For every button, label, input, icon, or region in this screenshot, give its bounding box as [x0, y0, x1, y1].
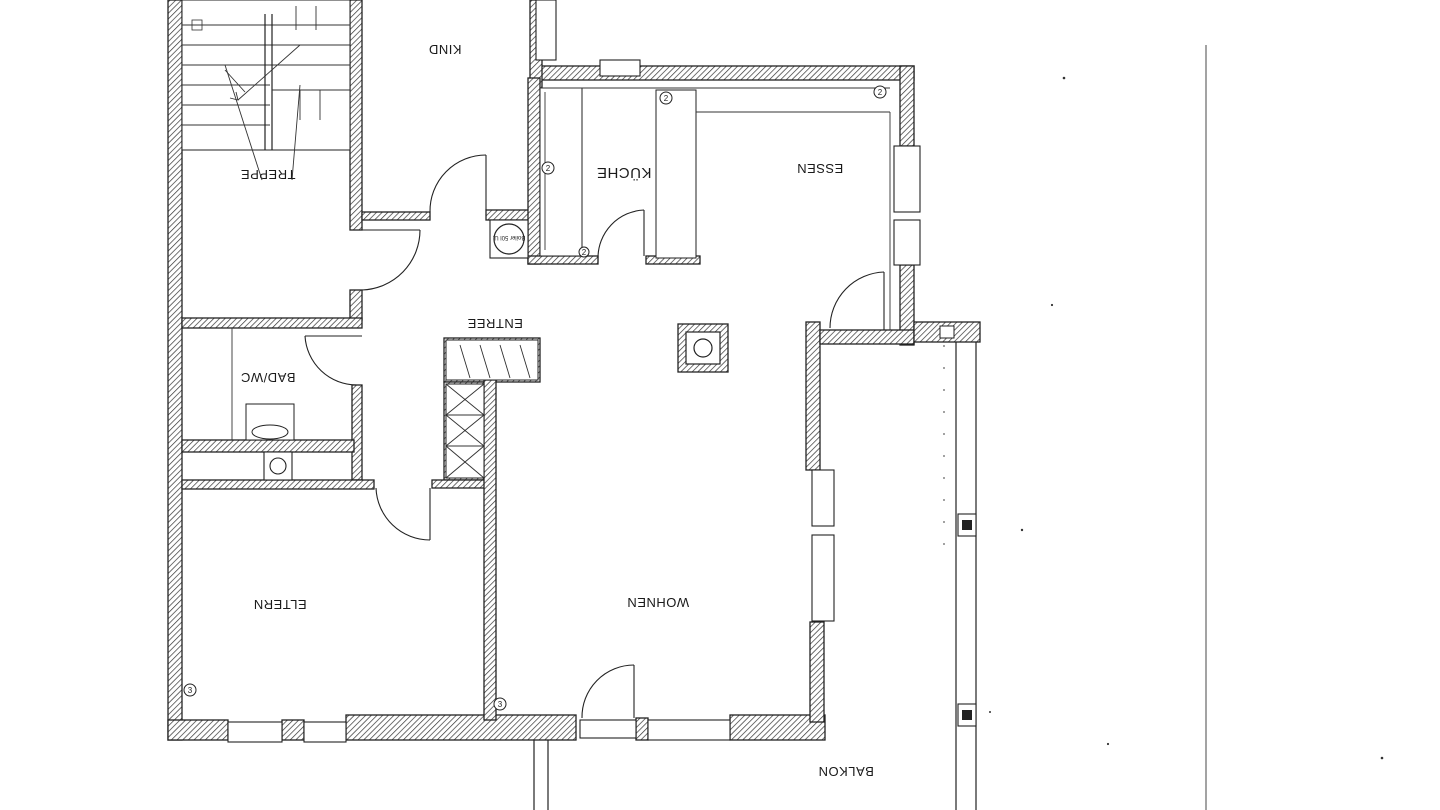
balcony: [533, 45, 1207, 810]
room-label-balkon: BALKON: [818, 764, 874, 779]
bath-fixtures: [231, 328, 295, 481]
windows: [227, 0, 921, 743]
staircase: [181, 0, 351, 181]
room-label-treppe: TREPPE: [240, 167, 295, 182]
room-labels: KIND TREPPE KÜCHE ESSEN ENTREE BAD/WC EL…: [240, 42, 873, 779]
socket-mark: 3: [498, 700, 503, 709]
socket-mark: 2: [582, 248, 587, 257]
outer-walls: [167, 0, 915, 741]
kitchen-fittings: Boiler 50l U.: [489, 87, 891, 330]
scan-specks: [989, 76, 1384, 760]
room-label-eltern: ELTERN: [253, 597, 306, 612]
room-label-kind: KIND: [428, 42, 461, 57]
room-label-essen: ESSEN: [797, 161, 844, 176]
boiler-label: Boiler 50l U.: [492, 234, 525, 240]
socket-mark: 2: [546, 164, 551, 173]
doors: [304, 154, 885, 719]
socket-mark: 2: [878, 88, 883, 97]
room-label-wohnen: WOHNEN: [627, 595, 689, 610]
socket-mark: 2: [664, 94, 669, 103]
chimney: [685, 331, 721, 365]
room-label-entree: ENTREE: [467, 316, 523, 331]
socket-mark: 3: [188, 686, 193, 695]
room-label-kueche: KÜCHE: [596, 164, 651, 182]
socket-marks: 2 2 2 2 3 3: [183, 85, 887, 711]
shaft-crosses: [445, 339, 539, 479]
room-label-bad-wc: BAD/WC: [241, 370, 296, 385]
